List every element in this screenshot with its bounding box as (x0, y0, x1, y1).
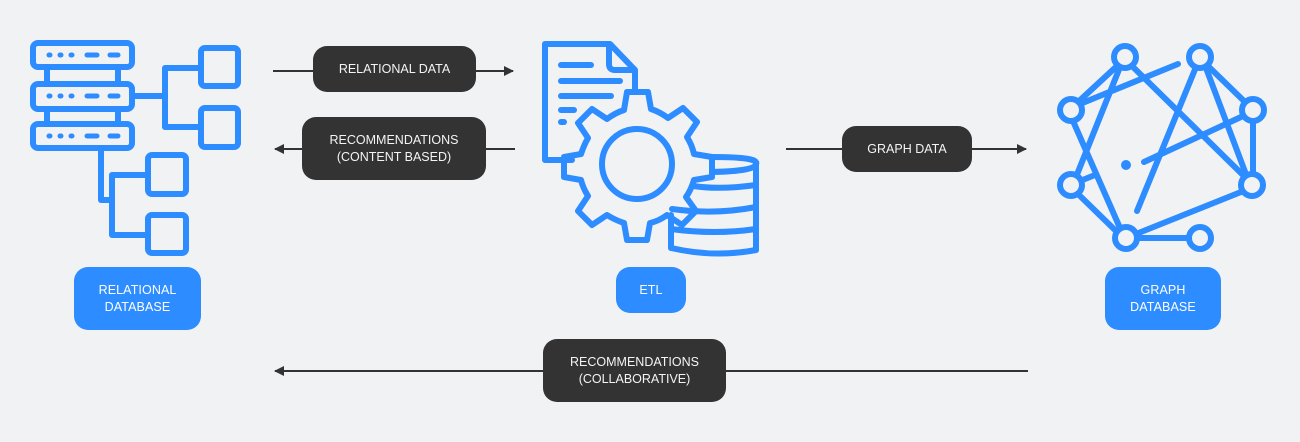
etl-label: ETL (616, 267, 686, 313)
etl-document-gear-database-icon (0, 0, 780, 260)
edge-label-recommendations-content-based: RECOMMENDATIONS (CONTENT BASED) (302, 117, 486, 180)
graph-database-label: GRAPH DATABASE (1105, 267, 1221, 330)
edge-label-graph-data: GRAPH DATA (842, 126, 972, 172)
graph-network-icon (1057, 43, 1267, 252)
edge-label-recommendations-collaborative: RECOMMENDATIONS (COLLABORATIVE) (543, 339, 726, 402)
edge-label-relational-data: RELATIONAL DATA (313, 46, 476, 92)
relational-database-label: RELATIONAL DATABASE (74, 267, 201, 330)
server-hierarchy-icon (0, 0, 260, 270)
